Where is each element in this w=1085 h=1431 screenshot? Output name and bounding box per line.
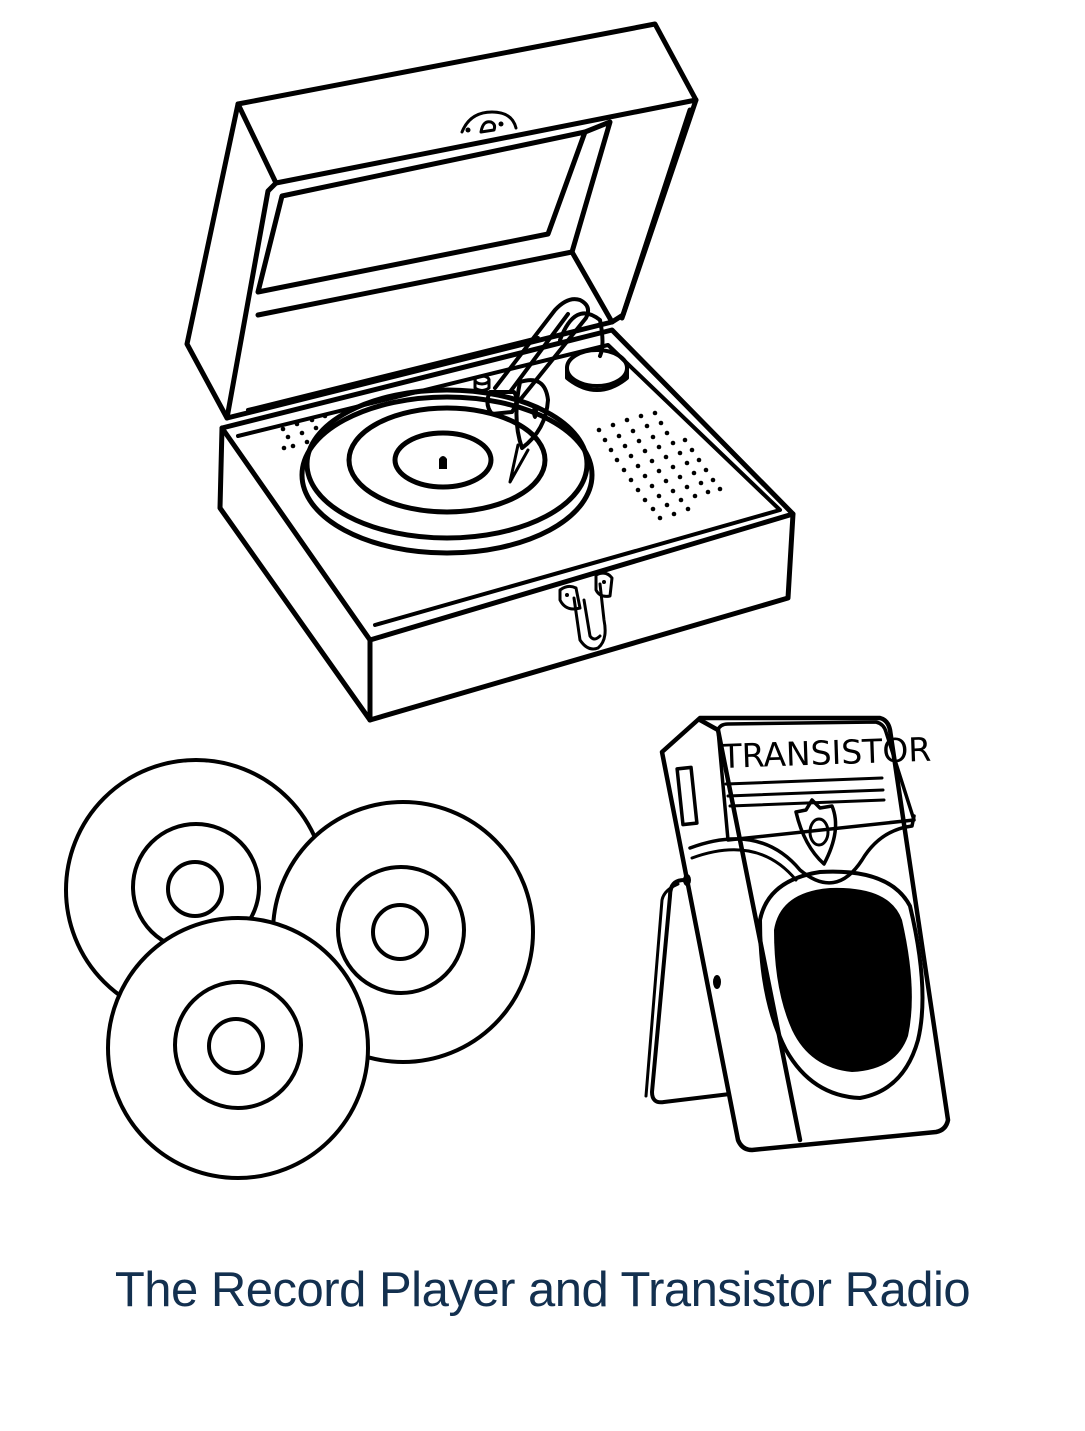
- speaker-grille-right: [596, 410, 723, 521]
- radio-badge: [794, 798, 838, 866]
- radio-speaker: [774, 887, 912, 1072]
- lid-latch: [460, 110, 518, 134]
- coloring-page-illustration: TRANSISTOR: [64, 21, 951, 1180]
- records-illustration: [64, 758, 535, 1180]
- radio-speaker-ring: [758, 869, 925, 1100]
- radio-kickstand: [650, 878, 732, 1105]
- turntable-platter: [299, 387, 595, 556]
- transistor-radio-illustration: TRANSISTOR: [644, 715, 951, 1153]
- front-latch: [558, 571, 614, 651]
- record-front: [106, 916, 370, 1180]
- base-top: [219, 327, 796, 643]
- page-caption: The Record Player and Transistor Radio: [114, 1263, 971, 1317]
- record-player-illustration: [184, 21, 796, 723]
- radio-brand-label: TRANSISTOR: [720, 730, 932, 776]
- speaker-grille-left: [280, 413, 328, 451]
- lid-outer: [184, 21, 699, 421]
- tone-arm: [485, 297, 629, 484]
